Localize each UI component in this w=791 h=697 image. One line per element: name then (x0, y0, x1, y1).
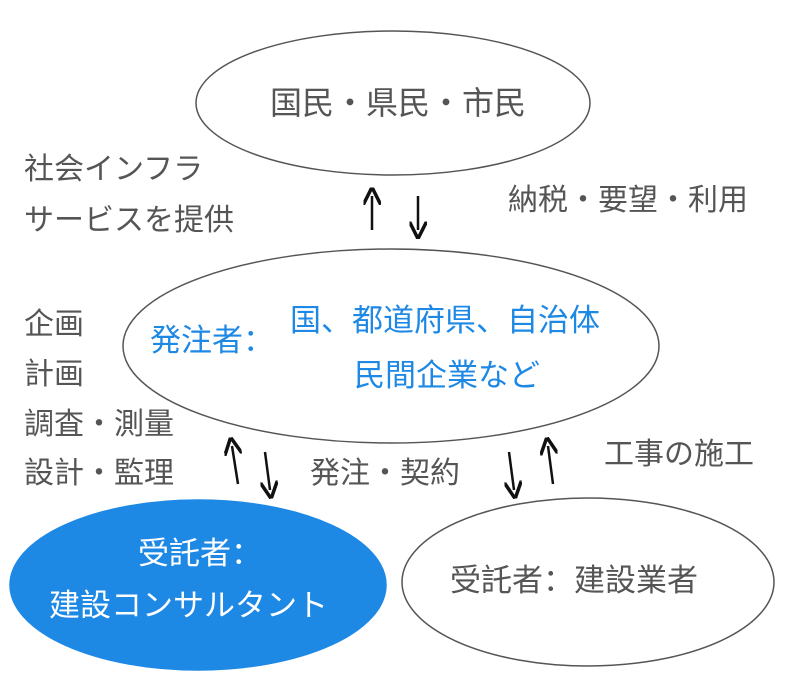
contractor-ellipse (401, 497, 775, 667)
infra-label-line2: サービスを提供 (24, 203, 234, 238)
orderer-line1-label: 国、都道府県、自治体 (290, 303, 600, 339)
orderer-ellipse (122, 248, 660, 444)
consultant-ellipse (9, 499, 387, 671)
consultant-line1-label: 受託者： (138, 536, 262, 572)
task-planning-label: 企画 (24, 307, 84, 342)
task-design-label: 設計・監理 (24, 456, 174, 491)
infra-label-line1: 社会インフラ (24, 152, 204, 187)
consultant-line2-label: 建設コンサルタント (49, 588, 328, 624)
citizens-ellipse (195, 30, 591, 176)
tax-label: 納税・要望・利用 (508, 183, 748, 218)
arrow-down-to-contractor (509, 451, 514, 490)
contractor-label: 受託者：建設業者 (450, 563, 698, 599)
construction-label: 工事の施工 (604, 437, 754, 472)
arrow-up-to-orderer-right (548, 446, 553, 485)
orderer-prefix-label: 発注者： (150, 323, 274, 359)
task-survey-label: 調査・測量 (24, 407, 174, 442)
task-plan-label: 計画 (24, 357, 84, 392)
order-contract-label: 発注・契約 (310, 456, 460, 491)
arrow-up-to-orderer-left (232, 446, 238, 485)
orderer-line2-label: 民間企業など (354, 358, 540, 394)
arrow-down-to-consultant (265, 451, 270, 490)
citizens-label: 国民・県民・市民 (270, 84, 527, 122)
